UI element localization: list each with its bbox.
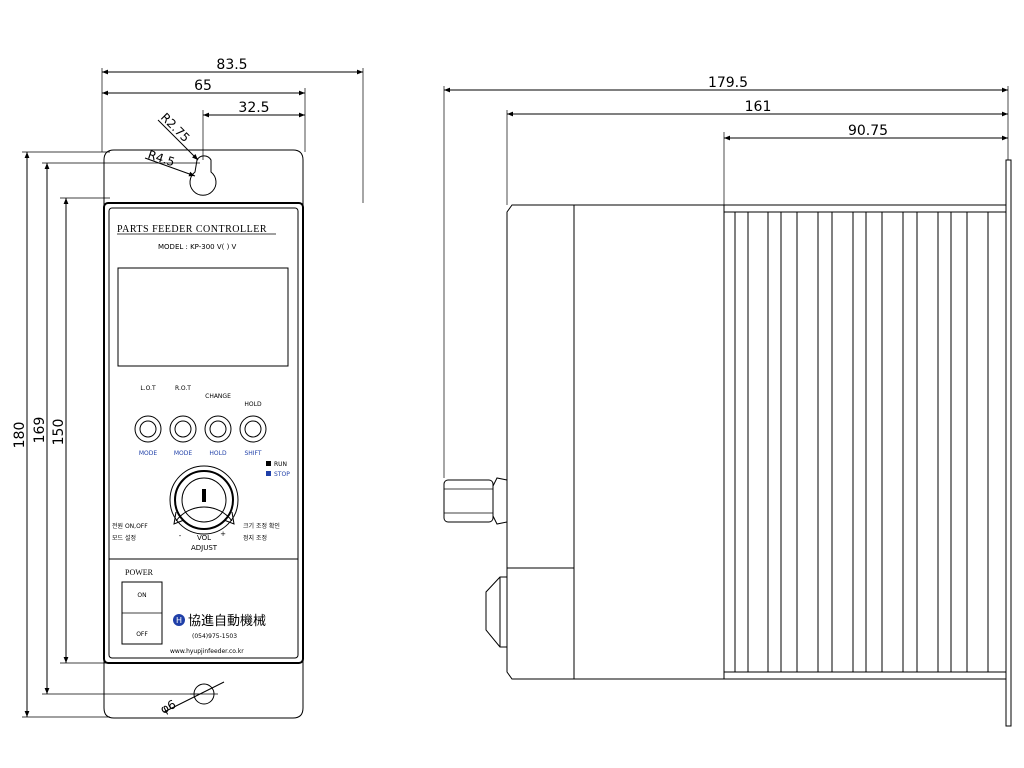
dim-label-height-body: 150 (51, 419, 67, 446)
button-label-bottom-1: MODE (139, 450, 158, 457)
button-label-bottom-3: HOLD (209, 450, 227, 457)
mounting-bracket (1005, 159, 1012, 727)
dim-label-depth-overall: 179.5 (708, 75, 748, 91)
panel-model: MODEL : KP-300 V( ) V (158, 243, 237, 251)
right-note-1: 크기 조정 확인 (243, 522, 280, 530)
dim-label-height-overall: 180 (12, 422, 28, 449)
right-note-2: 정지 조정 (243, 534, 267, 542)
dimension-width-mount: 65 (102, 78, 305, 96)
adjust-label: ADJUST (191, 544, 218, 552)
button-label-top-3: CHANGE (205, 393, 231, 400)
heatsink (723, 204, 1007, 680)
push-button-2[interactable] (169, 415, 197, 443)
dim-label-width-mount: 65 (194, 78, 212, 94)
switch-off-label: OFF (136, 631, 148, 638)
knob-side-view (443, 477, 508, 525)
dimension-depth-overall: 179.5 (444, 75, 1008, 93)
side-body (573, 204, 725, 680)
push-button-1[interactable] (134, 415, 162, 443)
dimension-height-mount: 169 (32, 163, 50, 694)
button-labels-bottom: MODE MODE HOLD SHIFT (139, 450, 262, 457)
brand-logo: H (173, 614, 185, 626)
dim-label-height-mount: 169 (32, 417, 48, 444)
dimension-height-body: 150 (51, 198, 69, 663)
dimension-depth-body: 161 (507, 99, 1008, 117)
mounting-plate (103, 149, 304, 719)
dim-label-width-half: 32.5 (238, 100, 269, 116)
push-button-3[interactable] (204, 415, 232, 443)
controller-body (103, 202, 304, 664)
left-note-2: 모드 설정 (112, 534, 136, 542)
dimension-width-half: 32.5 (203, 100, 305, 118)
power-switch[interactable]: ON OFF (121, 581, 163, 645)
knob-vol-label: VOL (197, 534, 211, 542)
legend-run: RUN (274, 461, 287, 468)
knob-minus-label: - (179, 532, 182, 540)
status-legend: RUN STOP (266, 461, 290, 478)
brand-website: www.hyupjinfeeder.co.kr (170, 648, 244, 655)
mounting-hole-bottom: φ6 (158, 681, 225, 717)
button-label-bottom-2: MODE (174, 450, 193, 457)
dimension-depth-heatsink: 90.75 (724, 123, 1008, 141)
brand-name: 協進自動機械 (188, 614, 266, 629)
front-view: 83.5 65 32.5 R2.75 R4.5 180 (12, 57, 364, 719)
radius-callout-small: R4.5 (144, 148, 196, 177)
button-labels: L.O.T R.O.T CHANGE HOLD (140, 385, 262, 408)
power-label: POWER (125, 568, 154, 577)
panel-title: PARTS FEEDER CONTROLLER (117, 224, 267, 235)
dim-label-radius-small: R4.5 (146, 148, 176, 170)
keyhole-slot (189, 155, 217, 196)
dim-label-depth-body: 161 (745, 99, 772, 115)
dim-label-depth-heatsink: 90.75 (848, 123, 888, 139)
button-label-top-1: L.O.T (140, 385, 156, 392)
dim-label-radius-large: R2.75 (158, 110, 193, 145)
dimension-height-overall: 180 (12, 152, 30, 717)
button-label-bottom-4: SHIFT (244, 450, 261, 457)
side-front-panel (506, 204, 575, 680)
knob-plus-label: + (220, 530, 226, 538)
dim-label-width-overall: 83.5 (216, 57, 247, 73)
display-window (117, 267, 289, 367)
button-label-top-2: R.O.T (175, 385, 191, 392)
switch-on-label: ON (137, 592, 146, 599)
button-label-top-4: HOLD (244, 401, 262, 408)
push-button-4[interactable] (239, 415, 267, 443)
left-note-1: 전원 ON,OFF (112, 522, 148, 530)
dimension-width-overall: 83.5 (102, 57, 363, 75)
legend-stop: STOP (274, 471, 290, 478)
side-view: 179.5 161 90.75 (443, 75, 1012, 727)
svg-text:H: H (176, 616, 182, 625)
adjust-knob[interactable] (169, 465, 239, 535)
dim-label-hole-diameter: φ6 (158, 697, 178, 717)
switch-side-view (485, 576, 508, 648)
brand-phone: (054)975-1503 (192, 633, 237, 640)
